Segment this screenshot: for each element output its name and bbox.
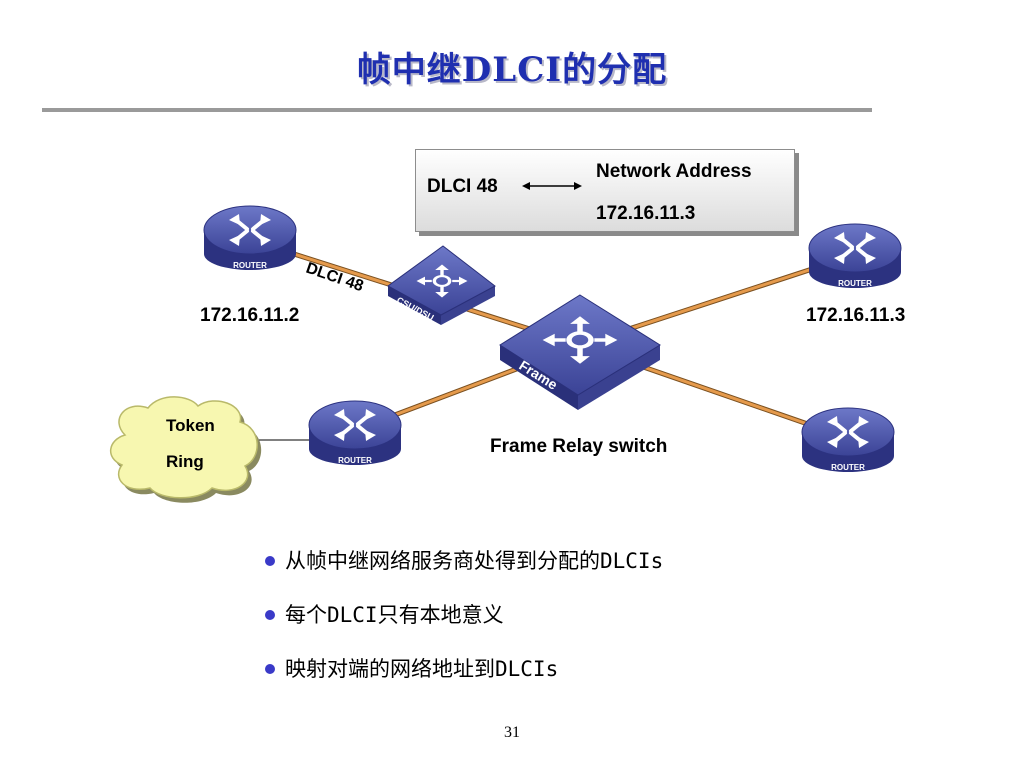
frame-relay-switch-label: Frame Relay switch xyxy=(490,436,668,457)
bullet-text: 从帧中继网络服务商处得到分配的DLCIs xyxy=(285,549,664,573)
router-icon: ROUTER xyxy=(203,205,297,270)
router-icon-text: ROUTER xyxy=(338,456,372,465)
slide-title: 帧中继DLCI的分配 xyxy=(356,50,668,90)
router-icon-text: ROUTER xyxy=(838,279,872,288)
router-icon-text: ROUTER xyxy=(831,463,865,472)
bullet-dot-icon xyxy=(265,664,275,674)
token-ring-label-line1: Token xyxy=(166,416,215,435)
router-icon-text: ROUTER xyxy=(233,261,267,270)
router-icon: ROUTER xyxy=(801,407,895,472)
token-ring-cloud xyxy=(110,396,262,503)
router-icon: ROUTER xyxy=(308,400,402,465)
frame-relay-switch-icon: Frame xyxy=(499,294,661,410)
page-number: 31 xyxy=(504,724,520,741)
legend-network-address-label: Network Address xyxy=(596,161,752,182)
bullet-dot-icon xyxy=(265,556,275,566)
bullet-dot-icon xyxy=(265,610,275,620)
double-arrow-icon xyxy=(522,182,582,190)
router-left-address: 172.16.11.2 xyxy=(200,305,300,326)
legend-network-address-value: 172.16.11.3 xyxy=(596,203,696,224)
token-ring-label-line2: Ring xyxy=(166,452,204,471)
router-icon: ROUTER xyxy=(808,223,902,288)
router-right-address: 172.16.11.3 xyxy=(806,305,906,326)
dlci-mapping-legend: DLCI 48 Network Address 172.16.11.3 xyxy=(415,149,795,232)
legend-dlci: DLCI 48 xyxy=(427,176,498,197)
title-divider xyxy=(42,108,872,112)
bullet-text: 映射对端的网络地址到DLCIs xyxy=(285,657,559,681)
bullet-text: 每个DLCI只有本地意义 xyxy=(285,603,504,627)
